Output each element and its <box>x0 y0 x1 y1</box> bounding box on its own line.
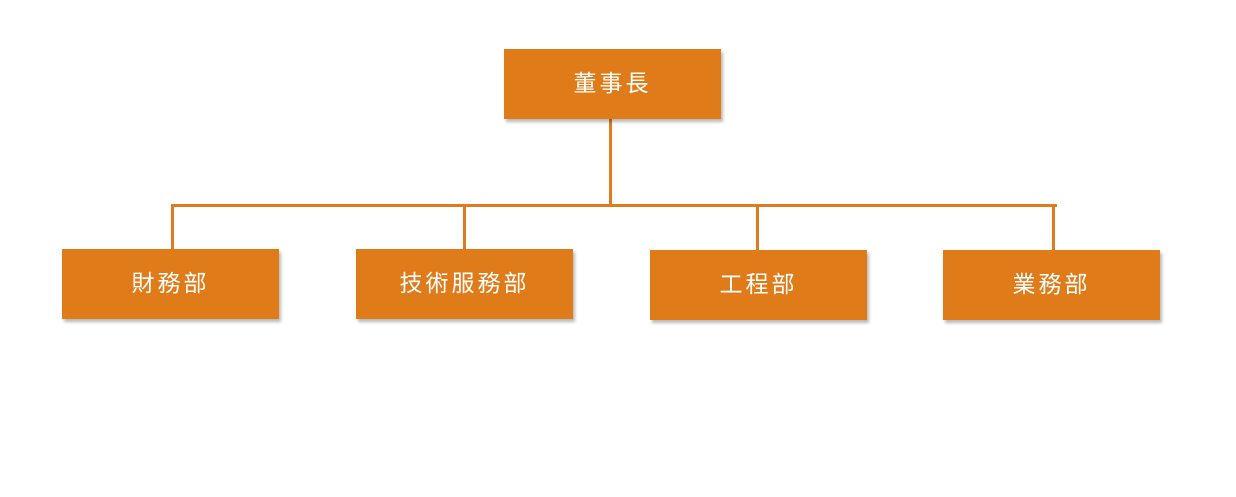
chairman-label: 董事長 <box>573 70 652 97</box>
horizontal-connector <box>171 204 1057 207</box>
finance-connector <box>171 204 174 250</box>
sales-department-label: 業務部 <box>1012 271 1091 298</box>
engineering-connector <box>756 204 759 250</box>
sales-department-node: 業務部 <box>943 250 1160 320</box>
sales-connector <box>1052 204 1055 250</box>
finance-department-label: 財務部 <box>131 270 210 297</box>
tech-service-connector <box>463 204 466 250</box>
chairman-node: 董事長 <box>504 49 721 119</box>
technical-service-department-label: 技術服務部 <box>399 270 530 297</box>
finance-department-node: 財務部 <box>62 249 279 319</box>
root-vertical-connector <box>609 118 612 207</box>
technical-service-department-node: 技術服務部 <box>356 249 573 319</box>
engineering-department-node: 工程部 <box>650 250 867 320</box>
engineering-department-label: 工程部 <box>719 271 798 298</box>
